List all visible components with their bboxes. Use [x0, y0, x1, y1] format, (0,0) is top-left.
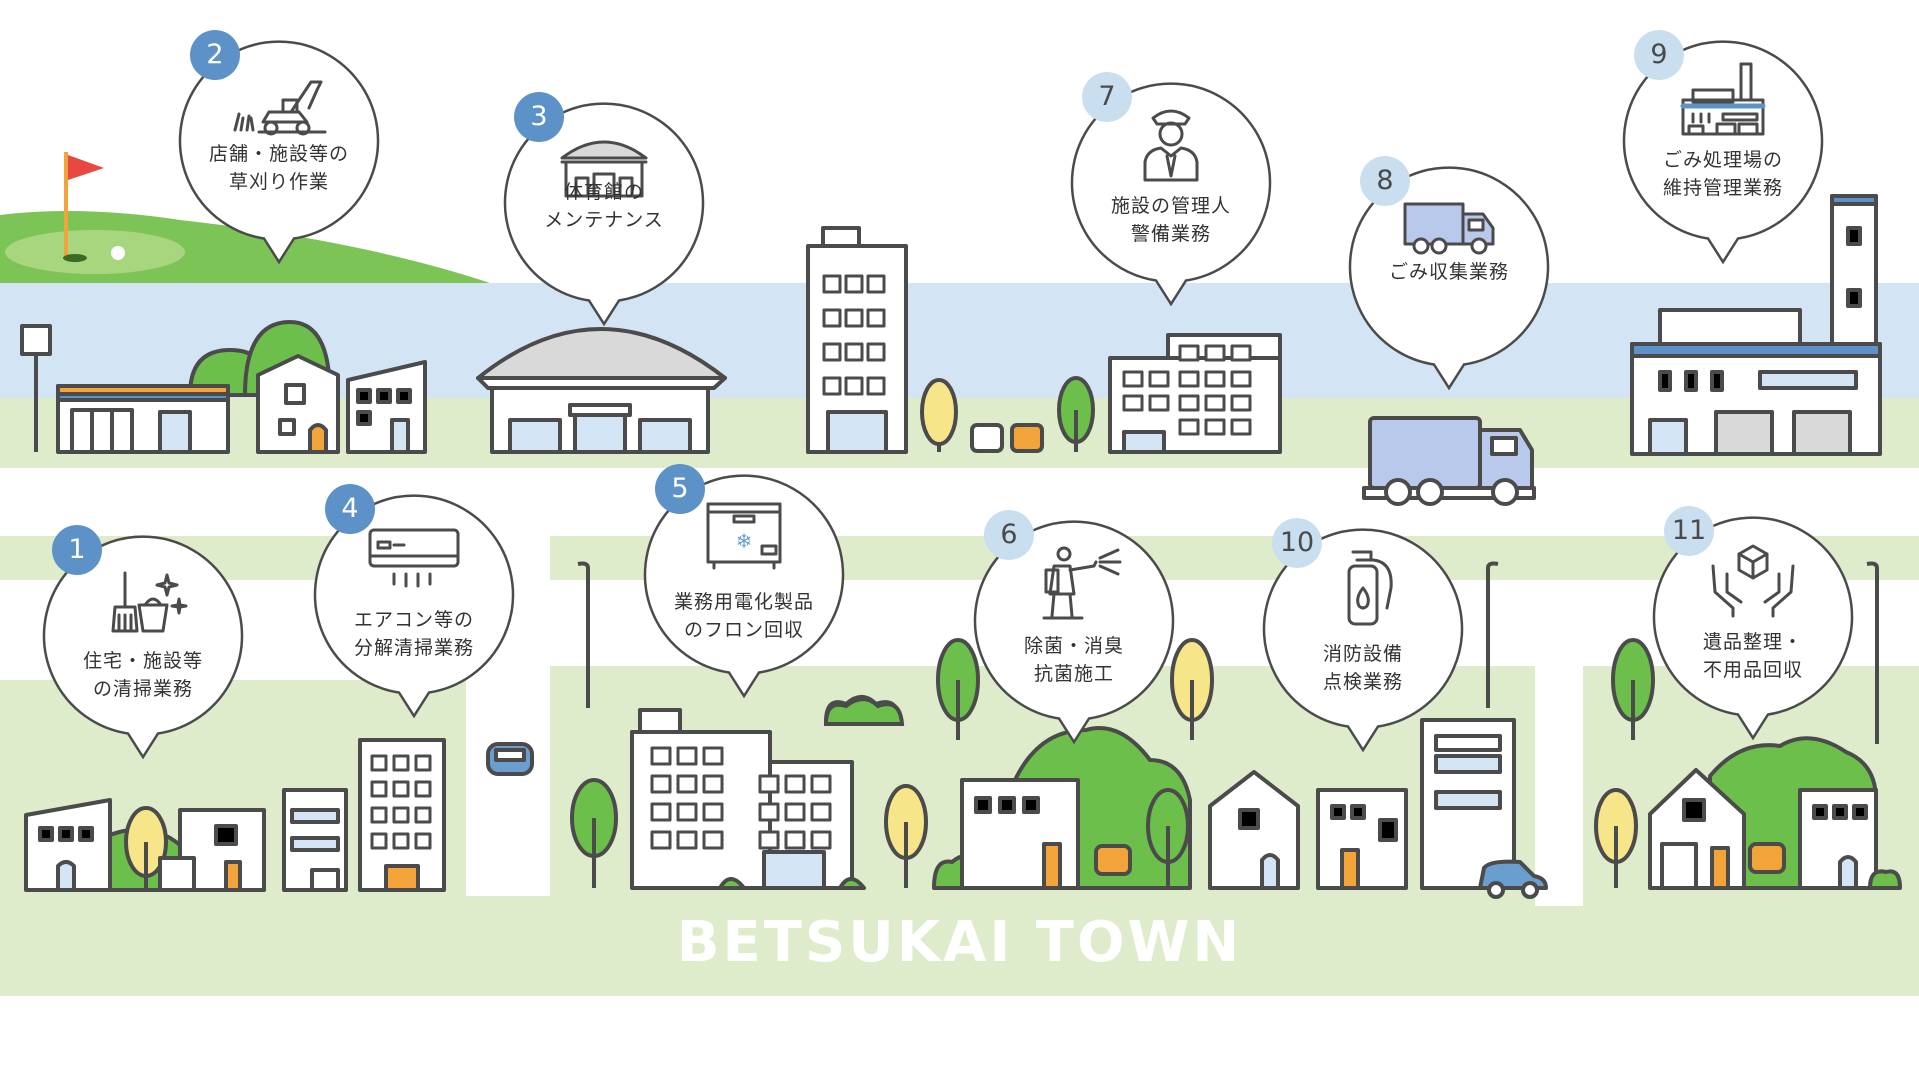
cleaning-icon: [93, 555, 193, 637]
service-bubble-1: 住宅・施設等 の清掃業務: [42, 535, 244, 760]
service-label-2: 店舗・施設等の 草刈り作業: [208, 143, 349, 193]
service-bubble-7: 施設の管理人 警備業務: [1070, 82, 1272, 307]
service-label-1: 住宅・施設等 の清掃業務: [82, 650, 203, 700]
sprayer-icon: [1024, 540, 1124, 622]
hands-box-icon: [1703, 536, 1803, 618]
service-label-9: ごみ処理場の 維持管理業務: [1662, 149, 1783, 199]
service-number-badge-5: 5: [655, 464, 705, 514]
service-number-badge-6: 6: [984, 510, 1034, 560]
lawnmower-icon: [229, 60, 329, 142]
service-label-7: 施設の管理人 警備業務: [1110, 195, 1231, 245]
service-number-badge-10: 10: [1272, 518, 1322, 568]
service-label-10: 消防設備 点検業務: [1322, 643, 1403, 693]
service-number-badge-9: 9: [1634, 30, 1684, 80]
service-bubble-4: エアコン等の 分解清掃業務: [313, 494, 515, 719]
fire-extinguisher-icon: [1313, 548, 1413, 630]
service-number-badge-8: 8: [1360, 156, 1410, 206]
road: [0, 468, 1919, 536]
svg-text:❄: ❄: [736, 529, 753, 553]
service-number-badge-2: 2: [190, 30, 240, 80]
town-name-text: BETSUKAI TOWN: [676, 910, 1243, 975]
factory-icon: [1673, 60, 1773, 142]
garbage-truck-icon: [1399, 186, 1499, 268]
service-number-badge-4: 4: [325, 484, 375, 534]
air-conditioner-icon: [364, 514, 464, 596]
service-label-11: 遺品整理・ 不用品回収: [1702, 631, 1803, 681]
service-bubble-10: 消防設備 点検業務: [1262, 528, 1464, 753]
service-number-badge-3: 3: [514, 92, 564, 142]
service-bubble-9: ごみ処理場の 維持管理業務: [1622, 40, 1824, 265]
service-number-badge-1: 1: [52, 525, 102, 575]
service-bubble-11: 遺品整理・ 不用品回収: [1652, 516, 1854, 741]
service-label-6: 除菌・消臭 抗菌施工: [1023, 635, 1124, 685]
service-label-5: 業務用電化製品 のフロン回収: [673, 591, 814, 641]
service-label-8: ごみ収集業務: [1388, 261, 1509, 283]
service-label-3: 体育館の メンテナンス: [544, 181, 664, 231]
service-bubble-3: 体育館の メンテナンス: [503, 102, 705, 327]
golf-ball: [111, 246, 125, 260]
service-bubble-2: 店舗・施設等の 草刈り作業: [178, 40, 380, 265]
bottom-pointer: [0, 996, 1919, 1074]
service-number-badge-7: 7: [1082, 72, 1132, 122]
service-number-badge-11: 11: [1664, 506, 1714, 556]
service-bubble-8: ごみ収集業務: [1348, 166, 1550, 391]
freezer-icon: ❄: [694, 494, 794, 576]
service-bubble-5: ❄ 業務用電化製品 のフロン回収: [643, 474, 845, 699]
golf-flag: [68, 155, 104, 180]
gymnasium-icon: [554, 122, 654, 204]
service-bubble-6: 除菌・消臭 抗菌施工: [973, 520, 1175, 745]
service-label-4: エアコン等の 分解清掃業務: [353, 609, 474, 659]
security-guard-icon: [1121, 102, 1221, 184]
